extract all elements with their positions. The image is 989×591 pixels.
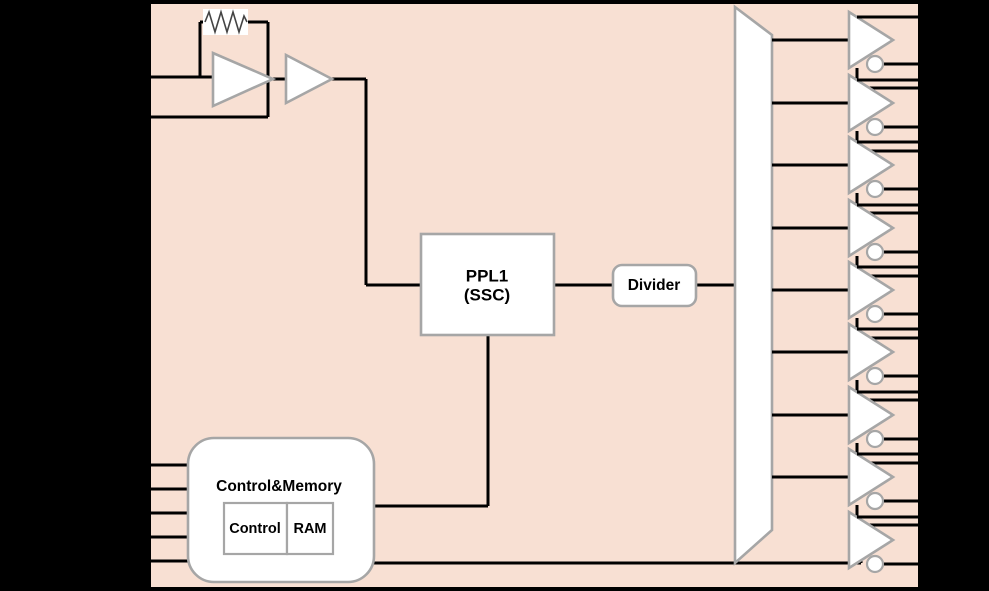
output-buffer-8-triangle [847,446,896,508]
control-sub-block[interactable] [222,501,289,556]
output-buffer-6[interactable] [847,321,918,402]
output-buffer-2-invert-bubble-icon [865,117,885,137]
die-bottom-border [151,587,918,591]
divider-block[interactable] [611,263,698,308]
die-top-border [151,0,918,4]
output-buffer-9-triangle [847,509,896,571]
output-buffer-9[interactable] [847,509,918,574]
ram-sub-block[interactable] [285,501,335,556]
ram-sub-label: RAM [293,521,326,537]
divider-label: Divider [628,277,681,294]
output-buffer-3-triangle [847,134,896,196]
output-buffer-2-triangle [847,72,896,134]
pll-label-line1: PPL1 [466,266,509,285]
pll-label-line2: (SSC) [464,285,510,304]
output-buffer-4[interactable] [847,197,918,278]
output-buffer-5-triangle [847,259,896,321]
output-buffer-3-invert-bubble-icon [865,179,885,199]
control-sub-label: Control [229,521,281,537]
pll-block[interactable] [419,232,556,337]
output-buffer-8-invert-bubble-icon [865,491,885,511]
output-buffer-5-invert-bubble-icon [865,304,885,324]
oscillator-inverter-amp [211,51,277,109]
output-buffer-9-invert-bubble-icon [865,554,885,574]
output-buffer-4-triangle [847,197,896,259]
output-buffer-6-invert-bubble-icon [865,366,885,386]
output-buffer-7-invert-bubble-icon [865,429,885,449]
resistor-zigzag-icon [204,9,248,35]
output-buffer-1-triangle [847,9,896,71]
clock-fanout-trapezoid[interactable] [733,4,774,566]
oscillator-buffer-amp [284,52,335,106]
control-memory-label: Control&Memory [216,478,342,495]
output-buffer-1-invert-bubble-icon [865,54,885,74]
output-buffer-6-triangle [847,321,896,383]
output-buffer-4-invert-bubble-icon [865,242,885,262]
output-buffer-7-triangle [847,384,896,446]
feedback-resistor-body [203,9,248,35]
output-buffer-5[interactable] [847,259,918,340]
